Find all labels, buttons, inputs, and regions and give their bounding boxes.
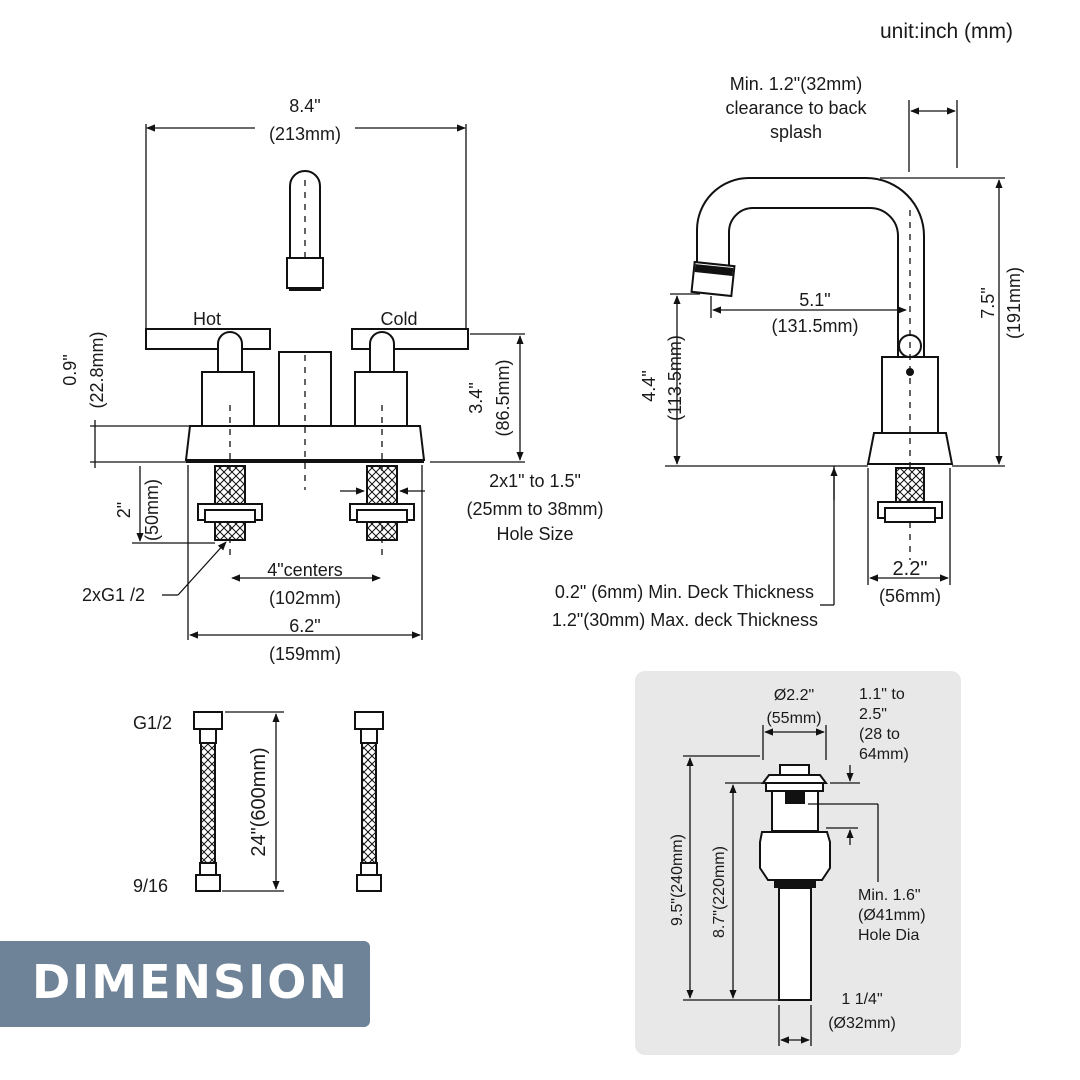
hole-size-line3: Hole Size [496, 524, 573, 544]
drain-cap [761, 774, 828, 784]
supply-line-left [193, 711, 223, 892]
width-top-mm: (213mm) [269, 124, 341, 144]
thread-label: 2xG1 /2 [82, 585, 145, 605]
side-base [866, 432, 954, 465]
base-width-in: 6.2" [289, 616, 320, 636]
cold-handle-body [354, 371, 408, 427]
tailpiece [778, 887, 812, 1001]
top-fitting-label: G1/2 [133, 713, 172, 733]
drain-nut [759, 831, 831, 881]
handle-height-in: 3.4" [466, 382, 486, 413]
clearance-line1: Min. 1.2"(32mm) [730, 74, 862, 94]
centers-mm: (102mm) [269, 588, 341, 608]
cap-dia-mm: (55mm) [766, 710, 821, 727]
base-height-in: 0.9" [60, 354, 80, 385]
side-view: Min. 1.2"(32mm) clearance to back splash… [552, 74, 1024, 630]
reach-in: 5.1" [799, 290, 830, 310]
hole-line3: Hole Dia [858, 927, 919, 944]
hole-size-line2: (25mm to 38mm) [466, 499, 603, 519]
handle-height-mm: (86.5mm) [493, 359, 513, 436]
centers-in: 4"centers [267, 560, 342, 580]
width-top-in: 8.4" [289, 96, 320, 116]
unit-note: unit:inch (mm) [880, 20, 1013, 43]
dimension-banner: DIMENSION [0, 941, 370, 1027]
base-dia-mm: (56mm) [879, 586, 941, 606]
cap-dia-in: Ø2.2" [774, 687, 814, 704]
spout-height-in: 4.4" [639, 370, 659, 401]
base-dia-in: 2.2" [893, 558, 928, 580]
hose-length: 24"(600mm) [248, 747, 270, 856]
hot-handle-lever [145, 328, 271, 350]
banner-title: DIMENSION [32, 955, 349, 1009]
tail-in: 1 1/4" [841, 991, 882, 1008]
total-height-mm: (191mm) [1004, 267, 1024, 339]
total-height-in: 7.5" [978, 287, 998, 318]
spout-height-mm: (113.5mm) [665, 335, 685, 421]
base-width-mm: (159mm) [269, 644, 341, 664]
spout-body [278, 351, 332, 427]
supply-lines: G1/2 9/16 24"(600mm) [133, 711, 384, 896]
front-view: 8.4" (213mm) Hot Cold 0.9" (22.8mm) 3.4"… [60, 96, 604, 664]
hole-size-line1: 2x1" to 1.5" [489, 471, 581, 491]
thickness-line3: (28 to [859, 726, 900, 743]
hot-handle-body [201, 371, 255, 427]
drain-total-len: 9.5"(240mm) [669, 834, 686, 926]
thickness-line4: 64mm) [859, 746, 909, 763]
deck-min: 0.2" (6mm) Min. Deck Thickness [555, 582, 814, 602]
deck-max: 1.2"(30mm) Max. deck Thickness [552, 610, 818, 630]
hole-line1: Min. 1.6" [858, 887, 921, 904]
cold-label: Cold [380, 309, 417, 329]
bottom-fitting-label: 9/16 [133, 876, 168, 896]
shank-len-in: 2" [114, 502, 134, 518]
clearance-line3: splash [770, 122, 822, 142]
pop-up-drain: Ø2.2" (55mm) 1.1" to 2.5" (28 to 64mm) M… [669, 686, 926, 1046]
thickness-line2: 2.5" [859, 706, 887, 723]
thickness-line1: 1.1" to [859, 686, 905, 703]
reach-mm: (131.5mm) [771, 316, 858, 336]
hot-label: Hot [193, 309, 221, 329]
tail-mm: (Ø32mm) [828, 1015, 896, 1032]
hole-line2: (Ø41mm) [858, 907, 926, 924]
drain-body-len: 8.7"(220mm) [711, 846, 728, 938]
spout-ring [286, 257, 324, 289]
supply-line-right [354, 711, 384, 892]
clearance-line2: clearance to back [725, 98, 867, 118]
base-height-mm: (22.8mm) [87, 331, 107, 408]
shank-len-mm: (50mm) [142, 479, 162, 541]
